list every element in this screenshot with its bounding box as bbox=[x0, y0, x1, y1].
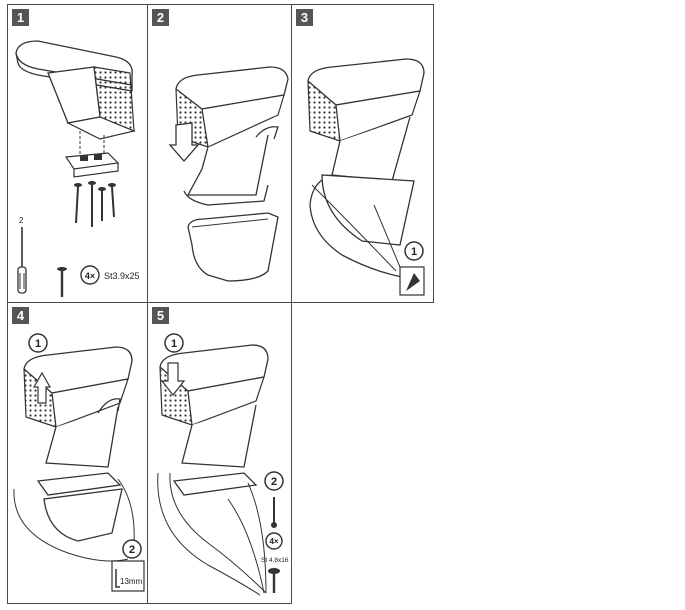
callout-circle bbox=[404, 241, 424, 261]
armrest-lid bbox=[159, 344, 269, 392]
svg-text:1: 1 bbox=[171, 338, 177, 350]
screwdriver-bit-icon bbox=[271, 497, 277, 528]
svg-text:1: 1 bbox=[35, 338, 41, 350]
gap-label: 13mm bbox=[120, 577, 143, 586]
step-3-illustration: 1 bbox=[307, 58, 425, 296]
step-5-illustration: 1 2 4× St 4.8x16 bbox=[157, 333, 289, 596]
step-panel-5: 5 1 2 4× St 4.8x16 bbox=[147, 302, 292, 604]
svg-text:2: 2 bbox=[271, 476, 277, 488]
gap-measure-icon bbox=[111, 560, 145, 592]
svg-text:1: 1 bbox=[411, 246, 417, 258]
down-arrow-icon bbox=[168, 122, 200, 162]
storage-tray bbox=[187, 212, 279, 282]
screw-icon bbox=[268, 568, 280, 593]
callout-circle bbox=[264, 471, 284, 491]
screw-icon bbox=[57, 267, 67, 297]
screw-count: 4× bbox=[269, 537, 278, 546]
step-2-illustration bbox=[168, 66, 289, 282]
svg-text:2: 2 bbox=[129, 544, 135, 556]
hand-icon bbox=[399, 266, 425, 296]
down-arrow-icon bbox=[160, 362, 186, 396]
callout-circle bbox=[122, 539, 142, 559]
step-number-badge: 4 bbox=[12, 307, 29, 324]
screw-spec: St 4.8x16 bbox=[261, 557, 289, 564]
armrest-lid bbox=[23, 346, 133, 394]
step-number-badge: 3 bbox=[296, 9, 313, 26]
screw-count: 4× bbox=[85, 271, 95, 281]
step-number-badge: 2 bbox=[152, 9, 169, 26]
step-panel-1: 1 2 bbox=[7, 4, 148, 303]
step-4-illustration: 1 2 13mm bbox=[13, 333, 145, 592]
armrest-lid bbox=[307, 58, 425, 106]
step-panel-4: 4 1 2 13mm bbox=[7, 302, 148, 604]
screws-icon bbox=[75, 185, 115, 227]
screwdriver-icon: 2 bbox=[17, 216, 27, 294]
up-arrow-icon bbox=[32, 371, 52, 404]
step-panel-2: 2 bbox=[147, 4, 292, 303]
step-number-badge: 5 bbox=[152, 307, 169, 324]
callout-circle bbox=[28, 333, 48, 353]
step-panel-3: 3 1 bbox=[291, 4, 434, 303]
step-1-illustration: 2 4× St3.9x25 bbox=[15, 40, 140, 297]
step-number-badge: 1 bbox=[12, 9, 29, 26]
callout-circle bbox=[164, 333, 184, 353]
screw-spec: St3.9x25 bbox=[104, 271, 140, 281]
svg-text:2: 2 bbox=[19, 216, 24, 225]
mounting-plate bbox=[64, 152, 120, 170]
